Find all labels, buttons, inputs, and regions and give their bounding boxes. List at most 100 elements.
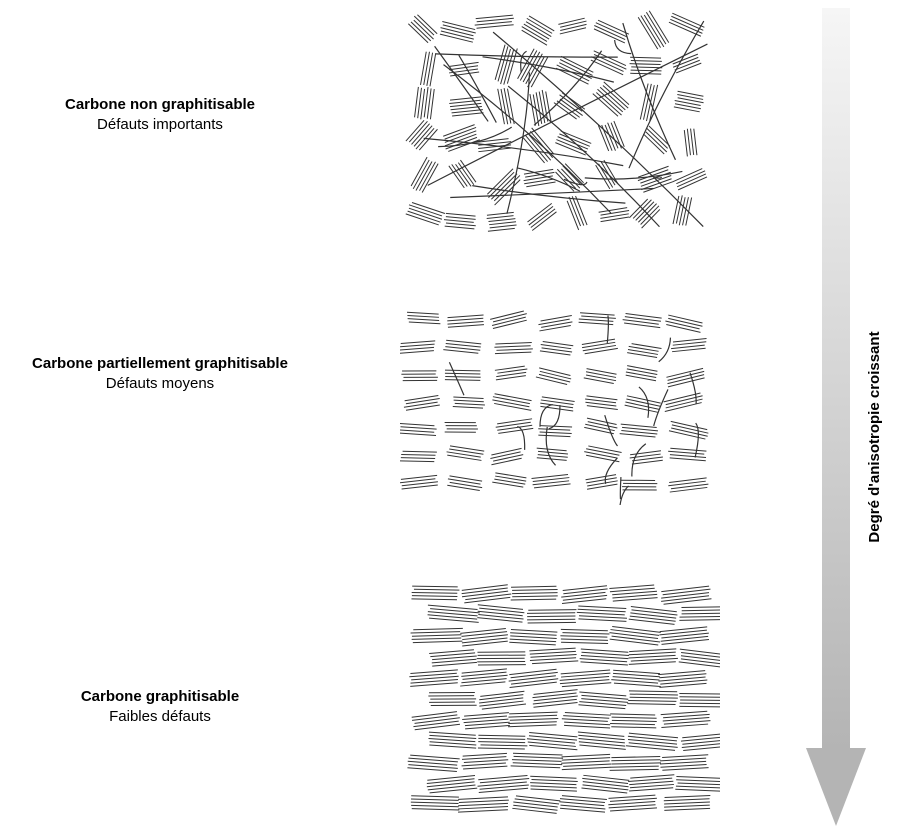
graphene-stack: [490, 310, 527, 330]
graphene-stack: [530, 775, 578, 792]
graphene-stack: [508, 711, 559, 728]
connecting-curve: [584, 170, 683, 180]
graphene-stack: [492, 472, 527, 488]
graphene-stack: [561, 753, 612, 771]
connecting-curve: [563, 178, 588, 186]
non-graphitizable-structure-illustration: [405, 10, 708, 232]
connecting-curve: [458, 54, 497, 123]
graphitizable-structure-illustration: [407, 584, 720, 814]
label-subtitle: Défauts importants: [97, 116, 223, 133]
graphene-stack: [476, 651, 526, 666]
graphene-stack: [585, 395, 618, 410]
graphene-stack: [639, 83, 659, 122]
connecting-curve: [507, 85, 660, 228]
graphene-stack: [446, 445, 485, 461]
graphene-stack: [477, 604, 525, 623]
graphene-stack: [609, 584, 658, 602]
graphene-stack: [672, 53, 702, 74]
connecting-curve: [604, 457, 618, 485]
graphene-stack: [521, 127, 555, 164]
graphene-stack: [581, 338, 618, 355]
connecting-curve: [448, 361, 465, 396]
graphene-stack: [400, 340, 436, 354]
graphene-stack: [497, 88, 515, 125]
connecting-curve: [619, 477, 622, 500]
graphene-stack: [538, 315, 573, 332]
graphene-stack: [460, 668, 508, 687]
graphene-stack: [479, 690, 527, 710]
graphene-stack: [411, 585, 460, 601]
graphene-stack: [474, 14, 514, 29]
graphene-stack: [443, 124, 480, 152]
connecting-curve: [506, 72, 531, 214]
connecting-curve: [631, 443, 647, 477]
connecting-curve: [653, 389, 669, 427]
connecting-curve: [628, 20, 705, 169]
connecting-curve: [435, 53, 618, 58]
graphene-stack: [593, 19, 630, 44]
connecting-curve: [438, 126, 513, 148]
graphene-stack: [444, 421, 478, 433]
graphene-stack: [400, 474, 438, 490]
graphene-stack: [673, 90, 704, 113]
graphene-stack: [666, 367, 705, 388]
graphene-stack: [535, 367, 572, 386]
graphene-stack: [512, 795, 561, 814]
graphene-stack: [477, 774, 530, 794]
graphene-stack: [609, 756, 662, 771]
graphene-stack: [668, 420, 709, 440]
graphene-stack: [584, 417, 618, 435]
graphene-stack: [444, 369, 481, 381]
graphene-stack: [678, 648, 720, 668]
connecting-curve: [545, 426, 556, 466]
connecting-curve: [423, 137, 624, 167]
graphene-stack: [555, 163, 584, 192]
graphene-stack: [660, 710, 711, 728]
graphene-stack: [443, 212, 476, 230]
connecting-curve: [614, 39, 632, 55]
graphene-stack: [622, 313, 662, 329]
graphene-stack: [680, 732, 720, 752]
graphene-stack: [558, 17, 587, 35]
graphene-stack: [584, 445, 622, 463]
graphene-stack: [566, 195, 588, 231]
graphene-stack: [510, 585, 558, 601]
graphene-stack: [585, 474, 618, 490]
connecting-curve: [427, 43, 708, 186]
connecting-curve: [533, 50, 603, 126]
graphene-stack: [668, 477, 709, 493]
connecting-curve: [520, 50, 527, 73]
graphene-stack: [428, 731, 477, 749]
graphene-stack: [531, 473, 571, 489]
graphene-stack: [443, 339, 482, 354]
graphene-stack: [609, 626, 661, 646]
graphene-stack: [610, 713, 657, 729]
graphene-stack: [510, 752, 564, 769]
graphene-stack: [683, 128, 698, 157]
graphene-stack: [409, 669, 459, 687]
graphene-stack: [529, 647, 579, 665]
graphene-stack: [561, 712, 611, 729]
graphene-stack: [448, 159, 477, 189]
graphene-stack: [452, 396, 485, 409]
connecting-curve: [517, 425, 526, 450]
graphene-stack: [673, 168, 708, 191]
graphene-stack: [521, 15, 555, 46]
graphene-stack: [526, 732, 578, 751]
label-subtitle: Défauts moyens: [105, 375, 215, 392]
graphene-stack: [461, 584, 512, 604]
graphene-stack: [679, 606, 720, 621]
graphene-stack: [400, 422, 437, 437]
graphene-stack: [679, 693, 720, 708]
graphene-stack: [429, 649, 478, 667]
connecting-curve: [689, 372, 697, 404]
graphene-stack: [536, 447, 568, 461]
graphene-stack: [410, 795, 460, 811]
graphene-stack: [401, 370, 438, 382]
graphene-stack: [460, 627, 508, 647]
graphene-stack: [495, 418, 534, 434]
label-subtitle: Faibles défauts: [109, 708, 211, 725]
graphene-stack: [559, 669, 612, 688]
graphene-stack: [590, 50, 627, 76]
graphene-stack: [490, 447, 524, 466]
